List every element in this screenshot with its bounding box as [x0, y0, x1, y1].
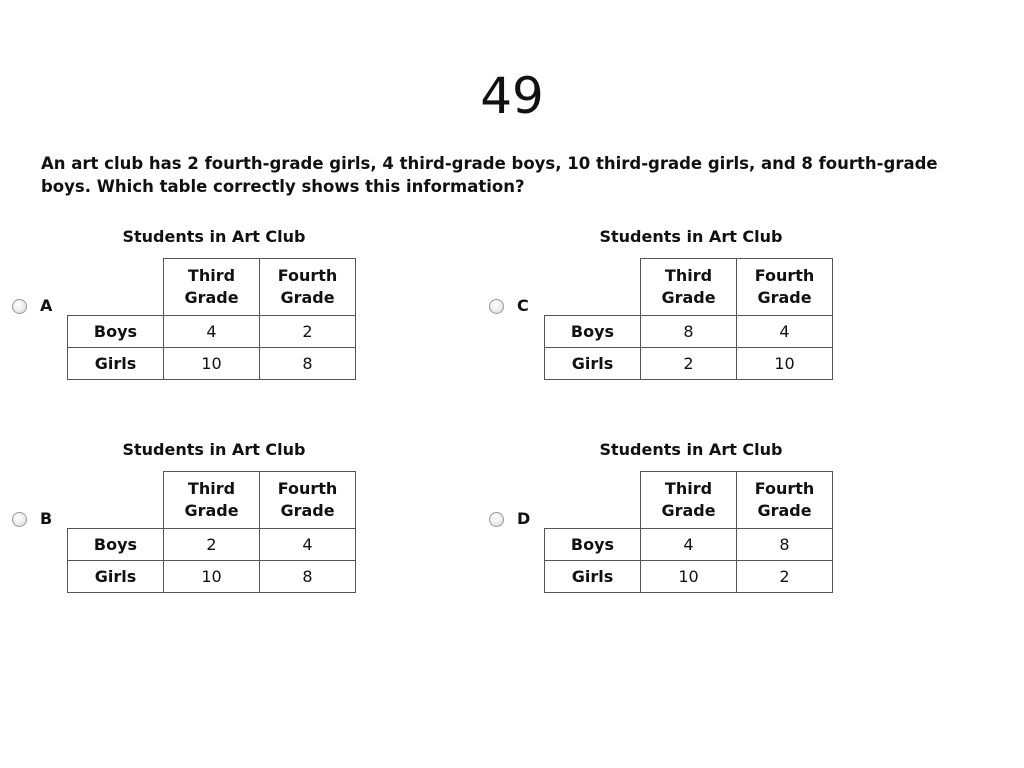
- table-cell: 8: [640, 315, 737, 348]
- column-header: Third Grade: [640, 258, 737, 316]
- radio-button-b[interactable]: [12, 512, 27, 527]
- row-header: Girls: [544, 347, 641, 380]
- option-b[interactable]: Students in Art Club B Third Grade Fourt…: [12, 439, 442, 599]
- row-header: Boys: [544, 528, 641, 561]
- answer-table: Third Grade Fourth Grade Boys 4 8 Girls …: [544, 471, 833, 593]
- table-cell: 10: [163, 560, 260, 593]
- table-title: Students in Art Club: [122, 227, 306, 246]
- table-cell: 2: [736, 560, 833, 593]
- column-header: Fourth Grade: [259, 471, 356, 529]
- table-title: Students in Art Club: [599, 440, 783, 459]
- column-header: Fourth Grade: [736, 471, 833, 529]
- row-header: Boys: [67, 315, 164, 348]
- column-header: Fourth Grade: [259, 258, 356, 316]
- answer-table: Third Grade Fourth Grade Boys 8 4 Girls …: [544, 258, 833, 380]
- option-c[interactable]: Students in Art Club C Third Grade Fourt…: [489, 226, 919, 386]
- row-header: Girls: [67, 347, 164, 380]
- table-title: Students in Art Club: [599, 227, 783, 246]
- option-d[interactable]: Students in Art Club D Third Grade Fourt…: [489, 439, 919, 599]
- table-cell: 4: [736, 315, 833, 348]
- option-letter: A: [40, 296, 53, 315]
- slide-number: 49: [480, 67, 544, 125]
- column-header: Third Grade: [163, 471, 260, 529]
- table-cell: 10: [163, 347, 260, 380]
- table-corner: [67, 471, 164, 529]
- table-cell: 8: [259, 560, 356, 593]
- table-cell: 2: [259, 315, 356, 348]
- option-a[interactable]: Students in Art Club A Third Grade Fourt…: [12, 226, 442, 386]
- table-corner: [544, 471, 641, 529]
- column-header: Third Grade: [163, 258, 260, 316]
- table-cell: 8: [259, 347, 356, 380]
- answer-table: Third Grade Fourth Grade Boys 4 2 Girls …: [67, 258, 356, 380]
- column-header: Third Grade: [640, 471, 737, 529]
- option-letter: D: [517, 509, 531, 528]
- table-cell: 10: [736, 347, 833, 380]
- radio-button-c[interactable]: [489, 299, 504, 314]
- row-header: Boys: [67, 528, 164, 561]
- table-cell: 4: [640, 528, 737, 561]
- row-header: Girls: [67, 560, 164, 593]
- radio-button-d[interactable]: [489, 512, 504, 527]
- row-header: Girls: [544, 560, 641, 593]
- table-cell: 2: [640, 347, 737, 380]
- table-title: Students in Art Club: [122, 440, 306, 459]
- table-cell: 4: [259, 528, 356, 561]
- table-cell: 2: [163, 528, 260, 561]
- table-corner: [67, 258, 164, 316]
- radio-button-a[interactable]: [12, 299, 27, 314]
- option-letter: C: [517, 296, 529, 315]
- table-cell: 10: [640, 560, 737, 593]
- column-header: Fourth Grade: [736, 258, 833, 316]
- table-cell: 8: [736, 528, 833, 561]
- row-header: Boys: [544, 315, 641, 348]
- question-text: An art club has 2 fourth-grade girls, 4 …: [41, 154, 938, 196]
- answer-table: Third Grade Fourth Grade Boys 2 4 Girls …: [67, 471, 356, 593]
- table-cell: 4: [163, 315, 260, 348]
- option-letter: B: [40, 509, 53, 528]
- table-corner: [544, 258, 641, 316]
